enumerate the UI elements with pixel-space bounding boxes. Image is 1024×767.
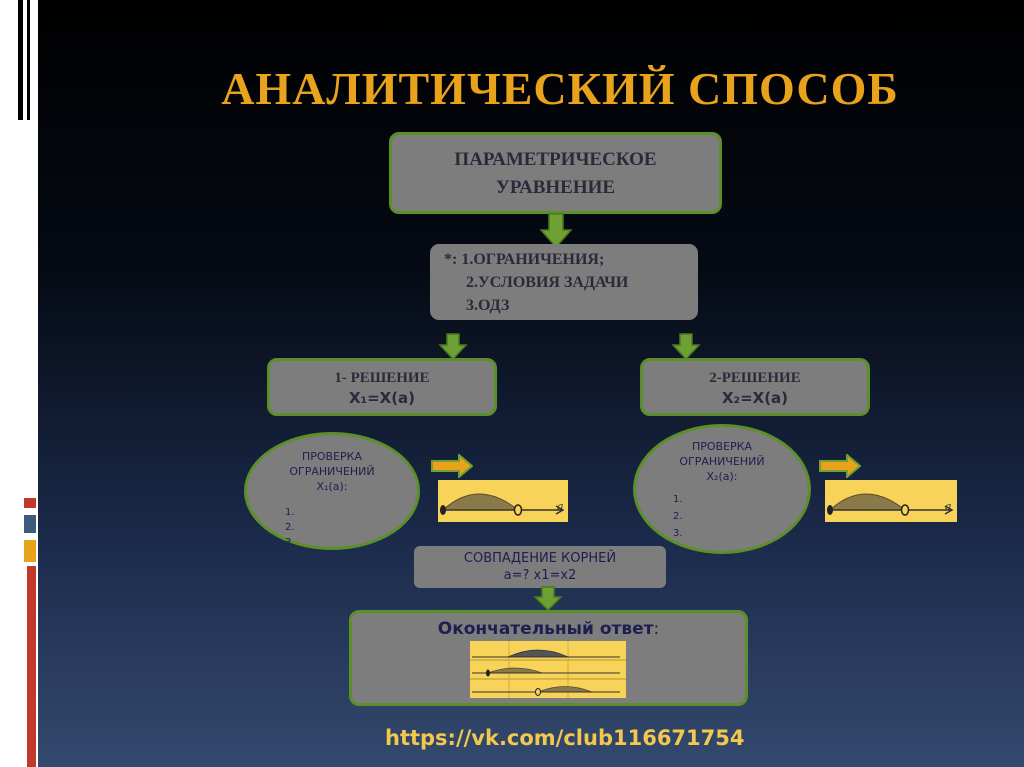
- solution1-line2: X₁=X(a): [348, 389, 416, 407]
- arrow-down-icon: [533, 586, 563, 612]
- roots-line1: СОВПАДЕНИЕ КОРНЕЙ: [463, 551, 617, 566]
- solution2-line2: X₂=X(a): [721, 389, 789, 407]
- arrow-right-icon: [819, 454, 861, 478]
- number-line-image: [825, 480, 957, 522]
- parametric-equation-box: ПАРАМЕТРИЧЕСКОЕ УРАВНЕНИЕ: [389, 132, 722, 214]
- check2-line1: ПРОВЕРКА: [691, 440, 753, 453]
- number-line-axis-label: a: [557, 500, 564, 513]
- check2-line2: ОГРАНИЧЕНИЙ: [679, 455, 765, 468]
- solution2-box: 2-РЕШЕНИЕ X₂=X(a): [640, 358, 870, 416]
- conditions-line3: 3.ОДЗ: [466, 297, 510, 314]
- check2-item: 1.: [673, 494, 683, 505]
- conditions-line1: *: 1.ОГРАНИЧЕНИЯ;: [444, 251, 605, 268]
- final-answer-label: Окончательный ответ: [437, 619, 654, 639]
- check1-item: 1.: [285, 507, 295, 518]
- arrow-down-icon: [438, 333, 468, 361]
- solution1-line1: 1- РЕШЕНИЕ: [334, 370, 430, 386]
- slide-title: АНАЛИТИЧЕСКИЙ СПОСОБ: [221, 63, 899, 114]
- parametric-equation-line2: УРАВНЕНИЕ: [495, 177, 616, 198]
- check2-ellipse: ПРОВЕРКА ОГРАНИЧЕНИЙ X₂(a): 1. 2. 3.: [633, 424, 811, 554]
- solution1-box: 1- РЕШЕНИЕ X₁=X(a): [267, 358, 497, 416]
- roots-line2: a=? x1=x2: [503, 568, 577, 583]
- final-answer-colon: :: [653, 619, 660, 639]
- conditions-line2: 2.УСЛОВИЯ ЗАДАЧИ: [466, 274, 629, 291]
- check1-line3: X₁(a):: [316, 480, 348, 493]
- roots-coincidence-box: СОВПАДЕНИЕ КОРНЕЙ a=? x1=x2: [414, 546, 666, 588]
- check2-item: 3.: [673, 528, 683, 539]
- check2-line3: X₂(a):: [706, 470, 738, 483]
- number-line-axis-label: a: [945, 500, 952, 513]
- check1-item: 3.: [285, 537, 295, 548]
- arrow-down-icon: [671, 333, 701, 361]
- final-answer-number-lines-image: [470, 641, 626, 698]
- solution2-line1: 2-РЕШЕНИЕ: [709, 370, 801, 386]
- arrow-down-icon: [539, 213, 573, 249]
- conditions-box: *: 1.ОГРАНИЧЕНИЯ; 2.УСЛОВИЯ ЗАДАЧИ 3.ОДЗ: [430, 244, 698, 320]
- check2-item: 2.: [673, 511, 683, 522]
- source-url[interactable]: https://vk.com/club116671754: [385, 726, 745, 750]
- arrow-right-icon: [431, 454, 473, 478]
- parametric-equation-line1: ПАРАМЕТРИЧЕСКОЕ: [454, 149, 657, 170]
- number-line-image: [438, 480, 568, 522]
- check1-ellipse: ПРОВЕРКА ОГРАНИЧЕНИЙ X₁(a): 1. 2. 3.: [244, 432, 420, 550]
- check1-line2: ОГРАНИЧЕНИЙ: [289, 465, 375, 478]
- left-decoration-strip: [0, 0, 38, 767]
- check1-item: 2.: [285, 522, 295, 533]
- check1-line1: ПРОВЕРКА: [301, 450, 363, 463]
